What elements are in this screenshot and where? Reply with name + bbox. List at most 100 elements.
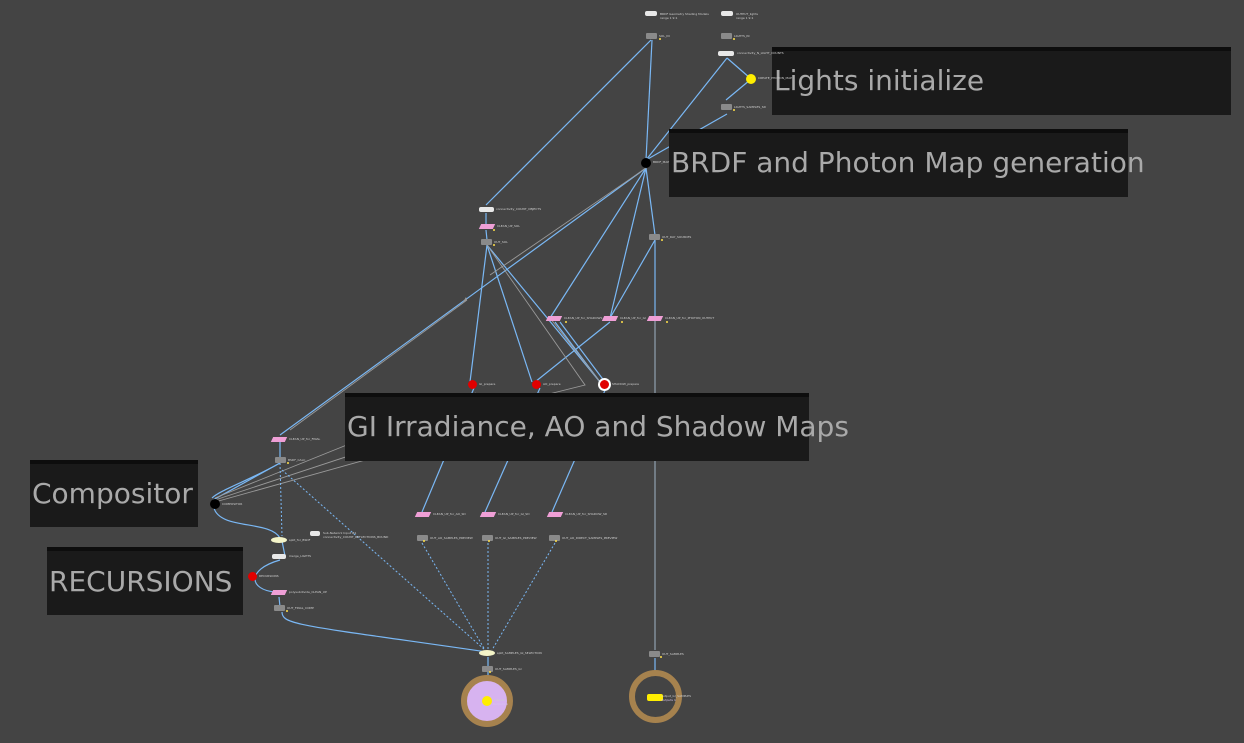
node-clean-up-sol[interactable]: CLEAN_UP_SOL xyxy=(478,224,520,229)
node-output-left-core xyxy=(482,696,492,706)
node-lights-in[interactable]: LIGHTS_IN xyxy=(721,33,750,39)
node-count-lights-label: connectivity_N_LIGHT_COUNTS xyxy=(737,51,784,55)
node-brdf-geometry[interactable]: BRDF Geometry Shading Models range 1 9:1 xyxy=(645,11,709,20)
node-out-final-comp[interactable]: OUT_FINAL_COMP xyxy=(274,605,314,611)
node-out-gi-samples[interactable]: OUT_GI_SAMPLES_PREVIEW xyxy=(482,535,537,541)
flag-dot xyxy=(488,540,490,542)
node-out-samples[interactable]: OUT_SAMPLES xyxy=(649,651,684,657)
node-gi-prepare[interactable]: GI_prepare xyxy=(468,380,495,389)
node-clean-up-shadow-sd[interactable]: CLEAN_UP_for_SHADOW_SD xyxy=(546,512,607,517)
node-output-right-core xyxy=(647,694,663,701)
node-merge-lights-shape xyxy=(272,554,286,559)
node-out-samples-shape xyxy=(649,651,660,657)
node-clean-up-shadows[interactable]: CLEAN_UP_for_SHADOWS xyxy=(545,316,602,321)
node-out-ao-direct-shape xyxy=(549,535,560,541)
node-bsdf-calc-shape xyxy=(275,457,286,463)
node-brdf-geometry-shape xyxy=(645,11,657,16)
node-create-photon-map[interactable]: CREATE_PHOTON_MAP xyxy=(746,74,792,84)
sticky-note-brdf[interactable]: BRDF and Photon Map generation xyxy=(669,129,1145,197)
node-clean-up-gi-sd-label: CLEAN_UP_for_GI_SD xyxy=(498,512,530,516)
node-count-recursions-label: polysubdivide_CLEAN_UP xyxy=(289,590,327,594)
node-network-input[interactable]: Sub-Network Input #1 connectivity_COUNT_… xyxy=(310,531,388,539)
node-brdf-map[interactable]: BRDF_MAP xyxy=(641,158,669,168)
node-out-ray-sources[interactable]: OUT_RAY_SOURCES xyxy=(649,234,691,240)
node-shadow-prepare-label: SHADOW_prepare xyxy=(612,382,640,386)
node-split-samples[interactable]: split_SAMPLES_GI_SELECTION xyxy=(479,650,542,656)
sticky-note-compositor[interactable]: Compositor xyxy=(30,460,198,527)
node-lights-samples-shape xyxy=(721,104,732,110)
node-clean-up-shadows-shape xyxy=(545,316,563,321)
node-count-recursions[interactable]: polysubdivide_CLEAN_UP xyxy=(270,590,327,595)
sticky-note-recursions-text: RECURSIONS xyxy=(49,565,233,598)
node-clean-up-shadows-label: CLEAN_UP_for_SHADOWS xyxy=(564,316,603,320)
node-split-samples-shape xyxy=(479,650,495,656)
node-out-samples-label: OUT_SAMPLES xyxy=(662,652,684,656)
node-clean-up-photon[interactable]: CLEAN_UP_for_PHOTON_OUTPUT xyxy=(646,316,714,321)
node-output-right[interactable]: output_GI_SAMPLES Outputs 1 xyxy=(629,670,691,723)
node-clean-up-shadow-sd-label: CLEAN_UP_for_SHADOW_SD xyxy=(565,512,608,516)
node-out-ao-samples[interactable]: OUT_AO_SAMPLES_PREVIEW xyxy=(417,535,473,541)
node-count-objects[interactable]: connectivity_COUNT_OBJECTS xyxy=(479,207,541,212)
node-split-final[interactable]: split_for_BSDF xyxy=(271,537,310,543)
flag-dot xyxy=(286,610,288,612)
node-out-ao-direct-label: OUT_AO_DIRECT_SAMPLES_PREVIEW xyxy=(562,536,618,540)
node-out-samples-gi[interactable]: OUT_SAMPLES_GI xyxy=(482,666,521,672)
node-out-ao-samples-shape xyxy=(417,535,428,541)
node-output-lights-top-label: OUTPUT_lights xyxy=(736,12,758,16)
node-out-ao-samples-label: OUT_AO_SAMPLES_PREVIEW xyxy=(430,536,473,540)
node-out-ao-direct[interactable]: OUT_AO_DIRECT_SAMPLES_PREVIEW xyxy=(549,535,617,541)
node-gi-prepare-label: GI_prepare xyxy=(479,382,496,386)
node-compositor-label: COMPOSITOR xyxy=(222,502,243,506)
node-clean-up-gi[interactable]: CLEAN_UP_for_GI xyxy=(601,316,646,321)
node-create-photon-map-shape xyxy=(746,74,756,84)
node-clean-up-gi-sd[interactable]: CLEAN_UP_for_GI_SD xyxy=(479,512,530,517)
node-compositor[interactable]: COMPOSITOR xyxy=(210,499,242,509)
node-network-input-shape xyxy=(310,531,320,536)
sticky-note-recursions[interactable]: RECURSIONS xyxy=(47,547,243,615)
node-sol-in-label: SOL_IN xyxy=(659,34,670,38)
node-clean-up-ao-sd[interactable]: CLEAN_UP_for_AO_SD xyxy=(414,512,466,517)
sticky-note-brdf-text: BRDF and Photon Map generation xyxy=(671,146,1145,179)
node-out-gi-samples-shape xyxy=(482,535,493,541)
sticky-note-gi-text: GI Irradiance, AO and Shadow Maps xyxy=(347,410,849,443)
node-bsdf-calc-label: BSDF_CALC xyxy=(288,458,306,462)
sticky-note-lights[interactable]: Lights initialize xyxy=(772,47,1231,115)
node-output-lights-top[interactable]: OUTPUT_lights range 1 9:1 xyxy=(721,11,758,20)
node-sol-in-shape xyxy=(646,33,657,39)
node-gi-prepare-shape xyxy=(468,380,477,389)
node-recursions[interactable]: RECURSIONS xyxy=(248,572,279,581)
node-output-lights-top-range: range 1 9:1 xyxy=(736,16,754,20)
node-output-left-ring xyxy=(461,675,513,727)
node-network-input-label: Sub-Network Input #1 xyxy=(323,531,357,535)
node-out-final-comp-shape xyxy=(274,605,285,611)
node-bsdf-calc[interactable]: BSDF_CALC xyxy=(275,457,305,463)
node-output-right-sub: Outputs 1 xyxy=(661,698,676,702)
node-clean-up-final[interactable]: CLEAN_UP_for_FINAL xyxy=(270,437,320,442)
node-sol-in[interactable]: SOL_IN xyxy=(646,33,670,39)
node-output-right-label: output_GI_SAMPLES xyxy=(661,694,691,698)
node-ao-prepare[interactable]: AO_prepare xyxy=(532,380,561,389)
flag-dot xyxy=(287,462,289,464)
node-clean-up-gi-label: CLEAN_UP_for_GI xyxy=(620,316,646,320)
node-count-lights[interactable]: connectivity_N_LIGHT_COUNTS xyxy=(718,51,784,56)
node-output-left[interactable]: output0 Outputs 1 xyxy=(461,675,513,727)
node-lights-samples[interactable]: LIGHTS_SAMPLES_SD xyxy=(721,104,766,110)
node-merge-lights[interactable]: merge_LIGHTS xyxy=(272,554,311,559)
node-shadow-prepare[interactable]: SHADOW_prepare xyxy=(598,378,639,391)
flag-dot xyxy=(555,540,557,542)
node-clean-up-gi-shape xyxy=(601,316,619,321)
sticky-note-compositor-text: Compositor xyxy=(32,477,193,510)
node-count-objects-label: connectivity_COUNT_OBJECTS xyxy=(496,207,542,211)
sticky-note-gi[interactable]: GI Irradiance, AO and Shadow Maps xyxy=(345,393,849,461)
flag-dot xyxy=(621,321,623,323)
node-out-sol-shape xyxy=(481,239,492,245)
node-brdf-geometry-label: BRDF Geometry Shading Models xyxy=(660,12,709,16)
node-compositor-shape xyxy=(210,499,220,509)
node-split-samples-label: split_SAMPLES_GI_SELECTION xyxy=(497,651,542,655)
node-out-sol[interactable]: OUT_SOL xyxy=(481,239,508,245)
flag-dot xyxy=(666,321,668,323)
node-out-gi-samples-label: OUT_GI_SAMPLES_PREVIEW xyxy=(495,536,537,540)
node-ao-prepare-shape xyxy=(532,380,541,389)
